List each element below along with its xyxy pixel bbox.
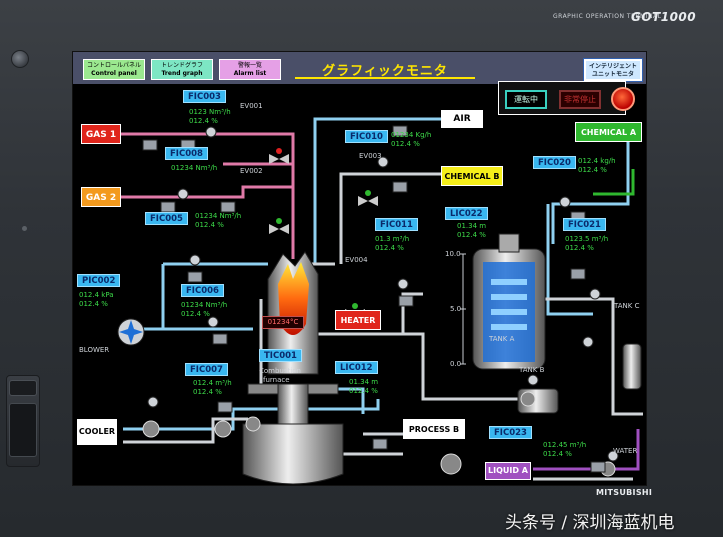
ev001-label: EV001 (240, 102, 263, 110)
tag-tic001[interactable]: TIC001 (259, 349, 302, 362)
alarm-list-jp-label: 警報一覧 (237, 62, 262, 69)
hmi-screen: コントロールパネル Control panel トレンドグラフ Trend gr… (72, 51, 647, 486)
tag-lic012[interactable]: LIC012 (335, 361, 378, 374)
heater-stream[interactable]: HEATER (335, 310, 381, 330)
fic021-percent: 012.4 % (565, 244, 594, 252)
fic020-flow: 012.4 kg/h (578, 157, 616, 165)
tank-c-label: TANK C (614, 302, 640, 310)
blower-label: BLOWER (79, 346, 110, 354)
tank-a-scale-0: 0.0 (450, 360, 462, 368)
tag-fic005[interactable]: FIC005 (145, 212, 188, 225)
brand-logo: GOT1000 (631, 10, 697, 24)
control-valves (142, 125, 606, 473)
control-panel-button[interactable]: コントロールパネル Control panel (83, 59, 145, 80)
usb-slot-icon (9, 403, 37, 457)
manufacturer-logo: MITSUBISHI (596, 488, 653, 497)
tag-fic003[interactable]: FIC003 (183, 90, 226, 103)
emergency-stop-label[interactable]: 非常停止 (559, 90, 601, 109)
running-indicator[interactable]: 運転中 (505, 90, 547, 109)
process-b-stream[interactable]: PROCESS B (403, 419, 465, 439)
fic003-flow: 0123 Nm³/h (189, 108, 231, 116)
furnace-label: furnace (263, 376, 290, 384)
lic012-percent: 012.4 % (349, 387, 378, 395)
tank-c (622, 343, 642, 390)
alarm-list-button[interactable]: 警報一覧 Alarm list (219, 59, 281, 80)
fic023-percent: 012.4 % (543, 450, 572, 458)
fic005-flow: 01234 Nm³/h (195, 212, 242, 220)
tag-fic020[interactable]: FIC020 (533, 156, 576, 169)
fic011-flow: 01.3 m³/h (375, 235, 410, 243)
furnace-temperature: 01234°C (262, 316, 304, 329)
tag-fic010[interactable]: FIC010 (345, 130, 388, 143)
pic002-pressure: 012.4 kPa (79, 291, 114, 299)
tank-a-scale-10: 10.0 (445, 250, 461, 258)
screen-title: グラフィックモニタ (295, 60, 475, 79)
fic008-flow: 01234 Nm³/h (171, 164, 218, 172)
blower-fan (117, 318, 145, 346)
intelligent-unit-label-2: ユニットモニタ (591, 71, 634, 78)
lic012-level: 01.34 m (349, 378, 379, 386)
tag-fic011[interactable]: FIC011 (375, 218, 418, 231)
watermark: 头条号 / 深圳海蓝机电 (505, 513, 675, 533)
fic006-percent: 012.4 % (181, 310, 210, 318)
chemical-b-stream[interactable]: CHEMICAL B (441, 166, 503, 186)
cooler-stream[interactable]: COOLER (77, 419, 117, 445)
usb-button[interactable] (9, 380, 37, 396)
fic007-flow: 012.4 m³/h (193, 379, 232, 387)
combustion-label: Combustion (259, 367, 301, 375)
gauges (147, 126, 619, 462)
tag-fic008[interactable]: FIC008 (165, 147, 208, 160)
tank-a-label: TANK A (489, 335, 515, 343)
gas2-stream[interactable]: GAS 2 (81, 187, 121, 207)
tag-fic006[interactable]: FIC006 (181, 284, 224, 297)
alarm-list-en-label: Alarm list (233, 70, 267, 77)
intelligent-unit-monitor-button[interactable]: インテリジェント ユニットモニタ (583, 58, 643, 82)
ev003-label: EV003 (359, 152, 382, 160)
lic022-level: 01.34 m (457, 222, 487, 230)
liquid-a-stream[interactable]: LIQUID A (485, 462, 531, 480)
fic005-percent: 012.4 % (195, 221, 224, 229)
brand-subtitle: GRAPHIC OPERATION TERMINAL (553, 13, 662, 20)
gas1-stream[interactable]: GAS 1 (81, 124, 121, 144)
air-stream[interactable]: AIR (441, 110, 483, 128)
chemical-a-stream[interactable]: CHEMICAL A (575, 122, 642, 142)
power-led-icon (22, 226, 27, 231)
tag-fic007[interactable]: FIC007 (185, 363, 228, 376)
fic010-flow: 01234 Kg/h (391, 131, 432, 139)
tank-a-scale (460, 253, 466, 365)
tag-pic002[interactable]: PIC002 (77, 274, 121, 287)
control-panel-jp-label: コントロールパネル (86, 62, 141, 69)
fic011-percent: 012.4 % (375, 244, 404, 252)
trend-graph-jp-label: トレンドグラフ (160, 62, 203, 69)
fic010-percent: 012.4 % (391, 140, 420, 148)
emergency-stop-button[interactable] (611, 87, 635, 111)
trend-graph-button[interactable]: トレンドグラフ Trend graph (151, 59, 213, 80)
control-panel-en-label: Control panel (91, 70, 137, 77)
tank-b-label: TANK B (519, 366, 545, 374)
water-label: WATER (613, 447, 638, 455)
tag-fic023[interactable]: FIC023 (489, 426, 532, 439)
fic003-percent: 012.4 % (189, 117, 218, 125)
screw-icon (11, 50, 29, 68)
fic021-flow: 0123.5 m³/h (565, 235, 609, 243)
ev002-label: EV002 (240, 167, 263, 175)
fic006-flow: 01234 Nm³/h (181, 301, 228, 309)
pic002-percent: 012.4 % (79, 300, 108, 308)
fic020-percent: 012.4 % (578, 166, 607, 174)
tank-a (472, 233, 546, 370)
tag-lic022[interactable]: LIC022 (445, 207, 488, 220)
top-bar: コントロールパネル Control panel トレンドグラフ Trend gr… (73, 52, 646, 84)
fic007-percent: 012.4 % (193, 388, 222, 396)
lic022-percent: 012.4 % (457, 231, 486, 239)
intelligent-unit-label-1: インテリジェント (588, 63, 637, 70)
tank-a-scale-5: 5.0 (450, 305, 462, 313)
tag-fic021[interactable]: FIC021 (563, 218, 606, 231)
pipes (121, 117, 643, 481)
ev004-label: EV004 (345, 256, 368, 264)
trend-graph-en-label: Trend graph (161, 70, 203, 77)
combustion-furnace (242, 251, 344, 485)
process-diagram (117, 117, 643, 485)
fic023-flow: 012.45 m³/h (543, 441, 587, 449)
